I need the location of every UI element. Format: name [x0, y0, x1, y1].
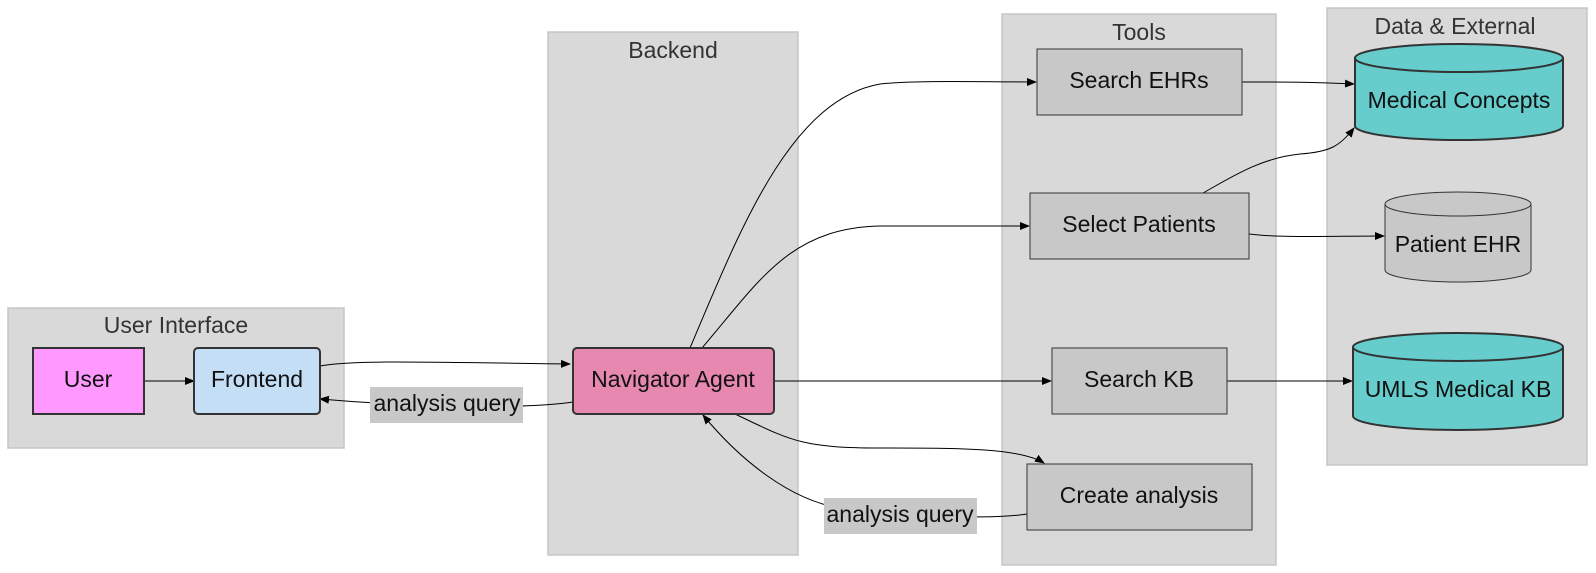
edge-agent-to-select-patients	[701, 222, 1030, 349]
edge-frontend-to-agent	[319, 359, 571, 368]
node-create-analysis[interactable]: Create analysis	[1026, 463, 1253, 531]
node-umls-medical-kb-database[interactable]: UMLS Medical KB	[1352, 332, 1564, 431]
edge-agent-to-create-analysis	[734, 413, 1045, 464]
node-user[interactable]: User	[32, 347, 145, 415]
node-label-navigator-agent: Navigator Agent	[591, 366, 755, 392]
edge-select-patients-to-medical-concepts	[1202, 127, 1355, 194]
node-label-patient-ehr: Patient EHR	[1395, 231, 1522, 257]
edge-label-text: analysis query	[826, 501, 974, 527]
edge-label-agent-to-frontend: analysis query	[370, 387, 523, 423]
edge-agent-to-search-ehrs	[689, 77, 1037, 349]
group-backend: Backend	[547, 31, 799, 556]
edge-search-ehrs-to-medical-concepts	[1241, 79, 1355, 88]
node-search-ehrs[interactable]: Search EHRs	[1036, 48, 1243, 116]
group-title-data-external: Data & External	[1374, 13, 1535, 39]
node-label-search-kb: Search KB	[1084, 366, 1194, 392]
node-label-umls-medical-kb: UMLS Medical KB	[1365, 376, 1552, 402]
edge-select-patients-to-patient-ehr	[1248, 232, 1385, 241]
node-search-kb[interactable]: Search KB	[1051, 347, 1228, 415]
group-title-user-interface: User Interface	[104, 312, 248, 338]
node-patient-ehr-database[interactable]: Patient EHR	[1384, 191, 1532, 283]
node-label-medical-concepts: Medical Concepts	[1368, 87, 1551, 113]
node-label-select-patients: Select Patients	[1062, 211, 1215, 237]
group-title-tools: Tools	[1112, 19, 1166, 45]
node-frontend[interactable]: Frontend	[193, 347, 321, 415]
edge-label-analysis-to-agent: analysis query	[824, 498, 977, 534]
node-select-patients[interactable]: Select Patients	[1029, 192, 1250, 260]
node-label-user: User	[64, 366, 113, 392]
edge-label-text: analysis query	[373, 390, 521, 416]
node-label-search-ehrs: Search EHRs	[1069, 67, 1208, 93]
node-label-create-analysis: Create analysis	[1060, 482, 1219, 508]
node-label-frontend: Frontend	[211, 366, 303, 392]
node-navigator-agent[interactable]: Navigator Agent	[572, 347, 775, 415]
group-title-backend: Backend	[628, 37, 718, 63]
node-medical-concepts-database[interactable]: Medical Concepts	[1354, 43, 1564, 141]
